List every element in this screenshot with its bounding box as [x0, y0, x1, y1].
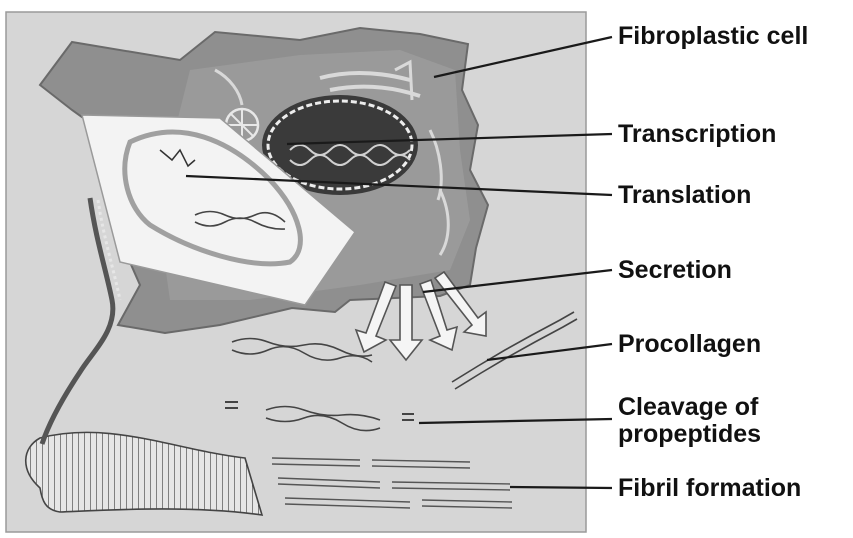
label-cleavage-line1: Cleavage of: [618, 395, 758, 420]
label-cleavage-line2: propeptides: [618, 422, 761, 447]
label-translation: Translation: [618, 182, 751, 208]
label-fibril-formation: Fibril formation: [618, 475, 801, 501]
leader-line-fibril-formation: [510, 487, 612, 488]
label-secretion: Secretion: [618, 257, 732, 283]
label-fibroplastic-cell: Fibroplastic cell: [618, 23, 808, 49]
label-transcription: Transcription: [618, 121, 776, 147]
label-procollagen: Procollagen: [618, 331, 761, 357]
